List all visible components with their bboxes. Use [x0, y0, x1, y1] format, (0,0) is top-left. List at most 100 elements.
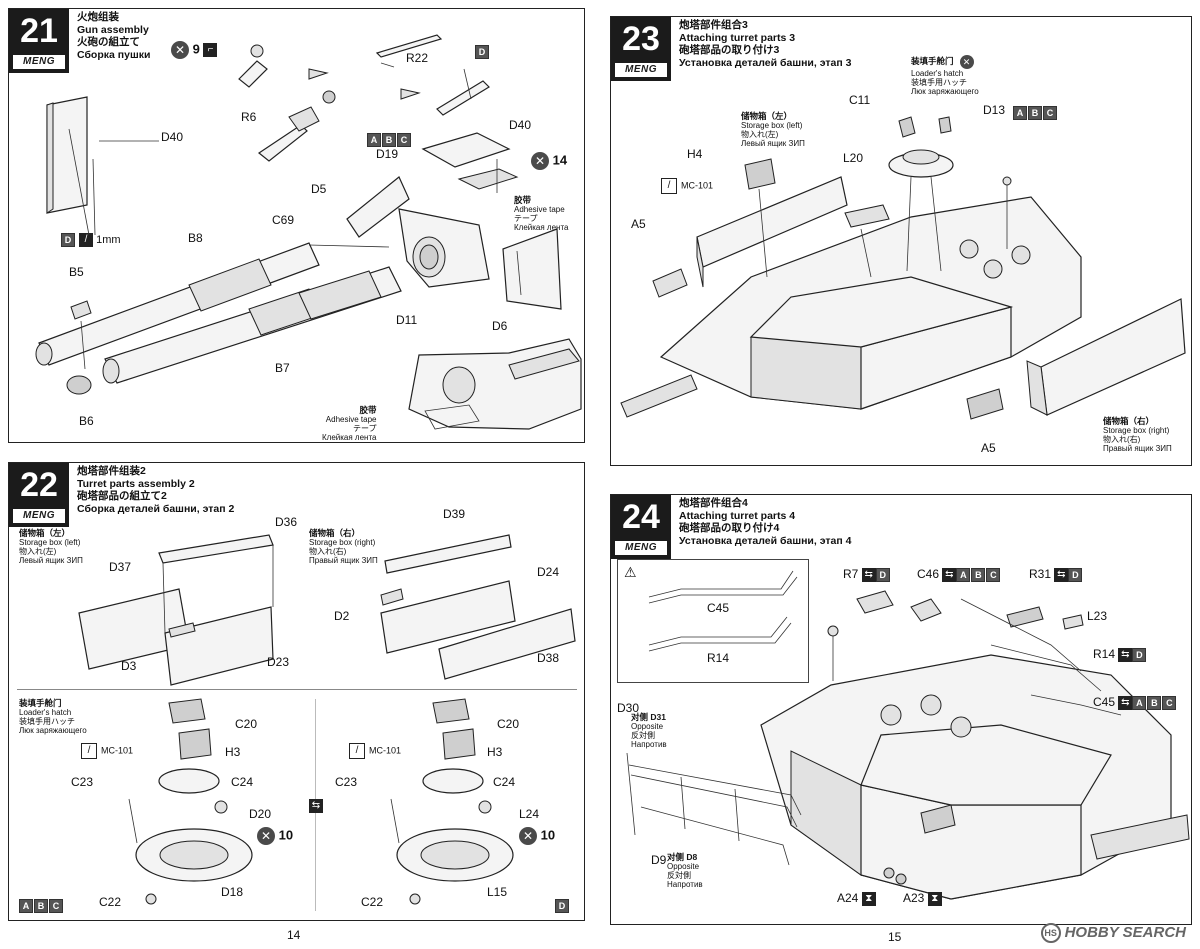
label-D38: D38: [537, 651, 560, 665]
paint-note-right: /MC-101: [349, 743, 401, 759]
mirror-icon: ⇆: [309, 797, 323, 815]
label-C22-left: C22: [99, 895, 122, 909]
step-number: 24: [622, 498, 660, 536]
brand-logo: MENG: [13, 55, 65, 69]
title-jp: 火砲の組立て: [77, 36, 140, 48]
label-R7: R7 ⇆D: [843, 567, 891, 582]
label-D3: D3: [121, 659, 137, 673]
section-divider: [17, 689, 577, 690]
turret-parts-4-drawing: [626, 570, 1190, 900]
brand-logo: MENG: [13, 509, 65, 523]
label-C11: C11: [849, 93, 871, 107]
turret-parts-3-drawing: [620, 116, 1186, 420]
label-L24: L24: [519, 807, 540, 821]
paint-brush-icon: /: [349, 743, 365, 759]
remove-parts-note-right: ✕ 10: [519, 827, 555, 845]
label-D30: D30: [617, 701, 640, 715]
warning-icon: ⚠: [624, 564, 637, 580]
label-D37: D37: [109, 560, 132, 574]
title-ru: Сборка пушки: [77, 48, 151, 61]
step-number-box: 21 MENG: [9, 9, 69, 73]
label-D39: D39: [443, 507, 466, 521]
label-D40-left: D40: [161, 130, 184, 144]
label-D20: D20: [249, 807, 272, 821]
label-D5: D5: [311, 182, 327, 196]
label-C23-right: C23: [335, 775, 358, 789]
paint-brush-icon: /: [661, 178, 677, 194]
x-cross-icon: ✕: [531, 152, 549, 170]
label-D36: D36: [275, 515, 298, 529]
remove-parts-note: ✕ 9 ⌐: [171, 41, 218, 59]
label-C22-right: C22: [361, 895, 384, 909]
label-D18: D18: [221, 885, 244, 899]
label-H4: H4: [687, 147, 703, 161]
label-B5: B5: [69, 265, 84, 279]
caution-inset: ⚠: [617, 559, 809, 683]
label-B8: B8: [188, 231, 203, 245]
title-en: Gun assembly: [77, 23, 149, 36]
step-24-panel: 24 MENG 炮塔部件组合4 Attaching turret parts 4…: [610, 494, 1192, 925]
paint-note-left: /MC-101: [81, 743, 133, 759]
storage-box-left-note: 储物箱（左）Storage box (left)物入れ(左)Левый ящик…: [19, 528, 83, 566]
label-D13: D13: [983, 103, 1006, 117]
drill-icon: /: [79, 233, 94, 247]
x-cross-icon: ✕: [257, 827, 275, 845]
label-D40-right: D40: [509, 118, 532, 132]
label-D2: D2: [334, 609, 350, 623]
label-R14: R14 ⇆D: [1093, 647, 1147, 662]
label-C24-left: C24: [231, 775, 254, 789]
label-C23-left: C23: [71, 775, 94, 789]
label-D11: D11: [396, 313, 418, 327]
remove-parts-note-left: ✕ 10: [257, 827, 293, 845]
paint-brush-icon: /: [81, 743, 97, 759]
label-R22: R22: [406, 51, 429, 65]
step-23-panel: 23 MENG 炮塔部件组合3 Attaching turret parts 3…: [610, 16, 1192, 466]
title-zh: 火炮组装: [77, 11, 119, 23]
turret-parts-2-drawing: [78, 534, 576, 905]
step-title: 炮塔部件组合3 Attaching turret parts 3 砲塔部品の取り…: [679, 19, 852, 69]
step-number: 23: [622, 20, 660, 58]
step-22-panel: 22 MENG 炮塔部件组装2 Turret parts assembly 2 …: [8, 462, 585, 921]
x-cross-icon: ✕: [519, 827, 537, 845]
brand-logo: MENG: [615, 63, 667, 77]
brand-logo: MENG: [615, 541, 667, 555]
remove-parts-note-2: ✕ 14: [531, 152, 567, 170]
label-H3-left: H3: [225, 745, 241, 759]
step-number-box: 22 MENG: [9, 463, 69, 527]
label-B6: B6: [79, 414, 94, 428]
step-title: 炮塔部件组装2 Turret parts assembly 2 砲塔部品の組立て…: [77, 465, 235, 515]
part-tree-badge: D: [555, 897, 570, 915]
label-H3-right: H3: [487, 745, 503, 759]
page-number-left: 14: [287, 928, 301, 942]
step-number-box: 24 MENG: [611, 495, 671, 559]
label-A23: A23 ⧗: [903, 891, 942, 906]
paint-note: /MC-101: [661, 178, 713, 194]
label-D6: D6: [492, 319, 508, 333]
page-number-right: 15: [888, 930, 902, 944]
label-R6: R6: [241, 110, 257, 124]
hobby-search-logo-icon: HS: [1040, 923, 1061, 943]
label-D9: D9: [651, 853, 667, 867]
label-A24: A24 ⧗: [837, 891, 876, 906]
label-D19: D19: [376, 147, 399, 161]
label-B7: B7: [275, 361, 290, 375]
cut-icon: ⌐: [203, 43, 218, 57]
step-number-box: 23 MENG: [611, 17, 671, 81]
label-L20: L20: [843, 151, 864, 165]
label-R14-inset: R14: [707, 651, 730, 665]
storage-box-right-note: 储物箱（右）Storage box (right)物入れ(右)Правый ящ…: [1103, 416, 1172, 454]
label-A5-right: A5: [981, 441, 996, 455]
step-title: 炮塔部件组合4 Attaching turret parts 4 砲塔部品の取り…: [679, 497, 852, 547]
label-R31: R31 ⇆D: [1029, 567, 1083, 582]
label-C45-inset: C45: [707, 601, 730, 615]
label-C20-right: C20: [497, 717, 520, 731]
part-tree-badge: D: [475, 43, 490, 61]
